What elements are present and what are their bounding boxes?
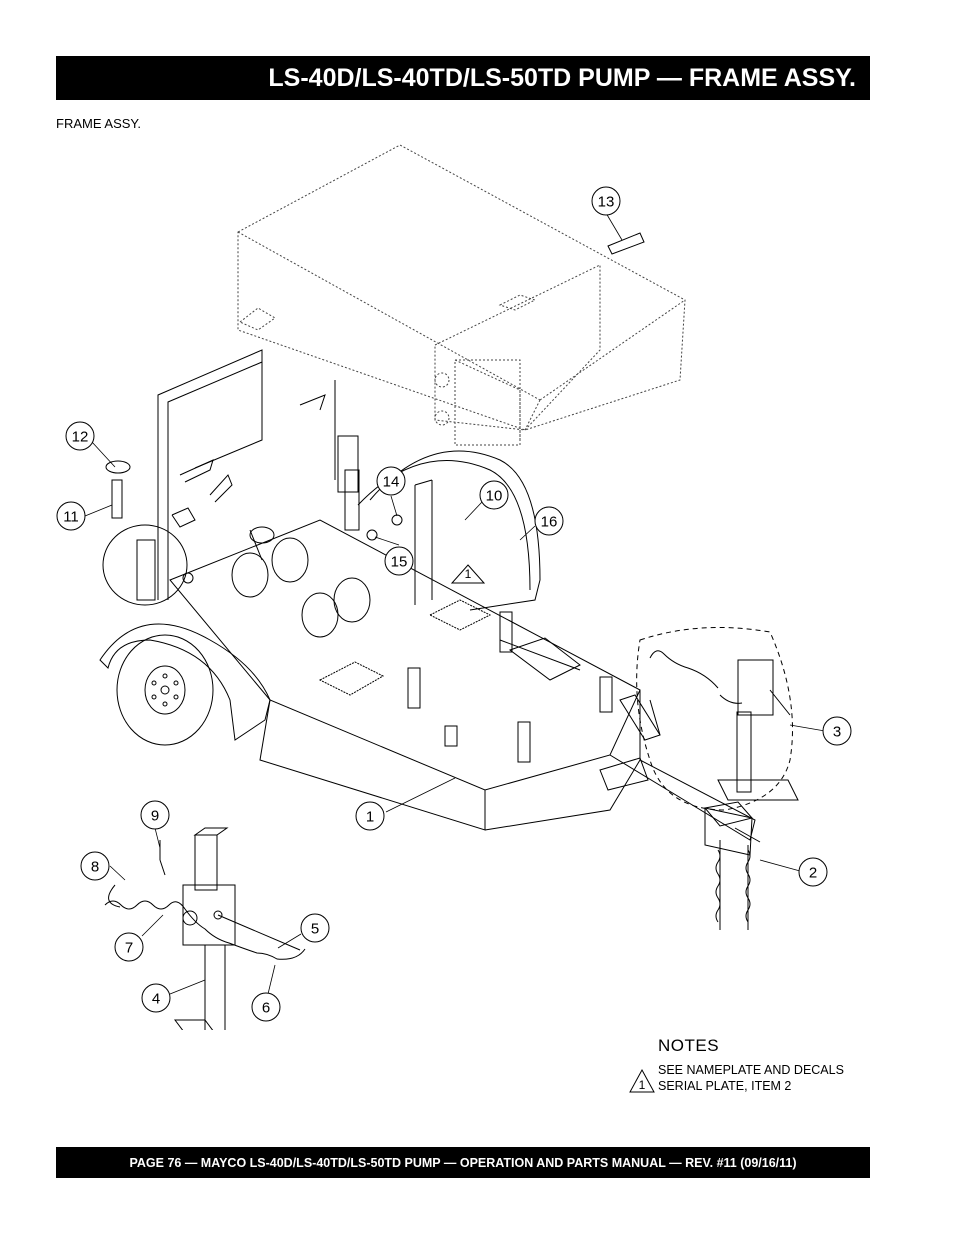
callout-15: 15 [384, 546, 414, 576]
page-title-bar: LS-40D/LS-40TD/LS-50TD PUMP — FRAME ASSY… [56, 56, 870, 100]
svg-text:7: 7 [125, 940, 133, 957]
callout-7: 7 [114, 932, 144, 962]
footer-bar: PAGE 76 — MAYCO LS-40D/LS-40TD/LS-50TD P… [56, 1147, 870, 1178]
frame-assembly-diagram: 1 1 2 3 4 5 6 7 8 9 10 11 12 13 14 15 16 [56, 144, 852, 1030]
svg-text:5: 5 [311, 921, 319, 938]
wheel-left [99, 524, 271, 746]
engine-support-bracket [157, 349, 336, 600]
fender-right [337, 435, 541, 611]
callout-leaders [84, 212, 826, 995]
callout-1: 1 [355, 801, 385, 831]
callout-2: 2 [798, 857, 828, 887]
callout-6: 6 [251, 992, 281, 1022]
safety-chains [715, 849, 751, 923]
rear-jack-assembly [104, 827, 306, 1030]
callout-11: 11 [56, 501, 86, 531]
warning-marker-label: 1 [465, 567, 472, 581]
svg-text:15: 15 [391, 554, 408, 571]
tow-hitch [704, 801, 761, 930]
callout-5: 5 [300, 913, 330, 943]
callout-9: 9 [140, 800, 170, 830]
svg-text:11: 11 [63, 509, 79, 526]
svg-text:10: 10 [486, 488, 503, 505]
notes-line-2: SERIAL PLATE, ITEM 2 [658, 1079, 792, 1093]
callout-13: 13 [591, 186, 621, 216]
footer-text: PAGE 76 — MAYCO LS-40D/LS-40TD/LS-50TD P… [129, 1155, 797, 1170]
svg-text:4: 4 [152, 991, 160, 1008]
callout-3: 3 [822, 716, 852, 746]
svg-text:1: 1 [366, 809, 374, 826]
svg-text:6: 6 [262, 1000, 270, 1017]
svg-text:16: 16 [541, 514, 558, 531]
callout-14: 14 [376, 466, 406, 496]
svg-text:9: 9 [151, 808, 159, 825]
page-title: LS-40D/LS-40TD/LS-50TD PUMP — FRAME ASSY… [268, 63, 856, 92]
svg-text:2: 2 [809, 865, 817, 882]
svg-text:8: 8 [91, 859, 99, 876]
svg-text:3: 3 [833, 724, 841, 741]
callout-10: 10 [479, 480, 509, 510]
callout-8: 8 [80, 851, 110, 881]
tongue-jack-group [636, 627, 799, 811]
callout-16: 16 [534, 506, 564, 536]
svg-text:12: 12 [72, 429, 89, 446]
section-label: FRAME ASSY. [56, 116, 142, 131]
notes-marker: 1 [639, 1078, 646, 1092]
callout-4: 4 [141, 983, 171, 1013]
warning-triangle-icon: 1 [629, 1068, 655, 1093]
svg-text:14: 14 [383, 474, 400, 491]
engine-cover-outline [237, 144, 686, 446]
notes-line-1: SEE NAMEPLATE AND DECALS [658, 1063, 844, 1077]
svg-text:13: 13 [598, 194, 615, 211]
notes-heading: NOTES [658, 1036, 720, 1055]
callout-12: 12 [65, 421, 95, 451]
